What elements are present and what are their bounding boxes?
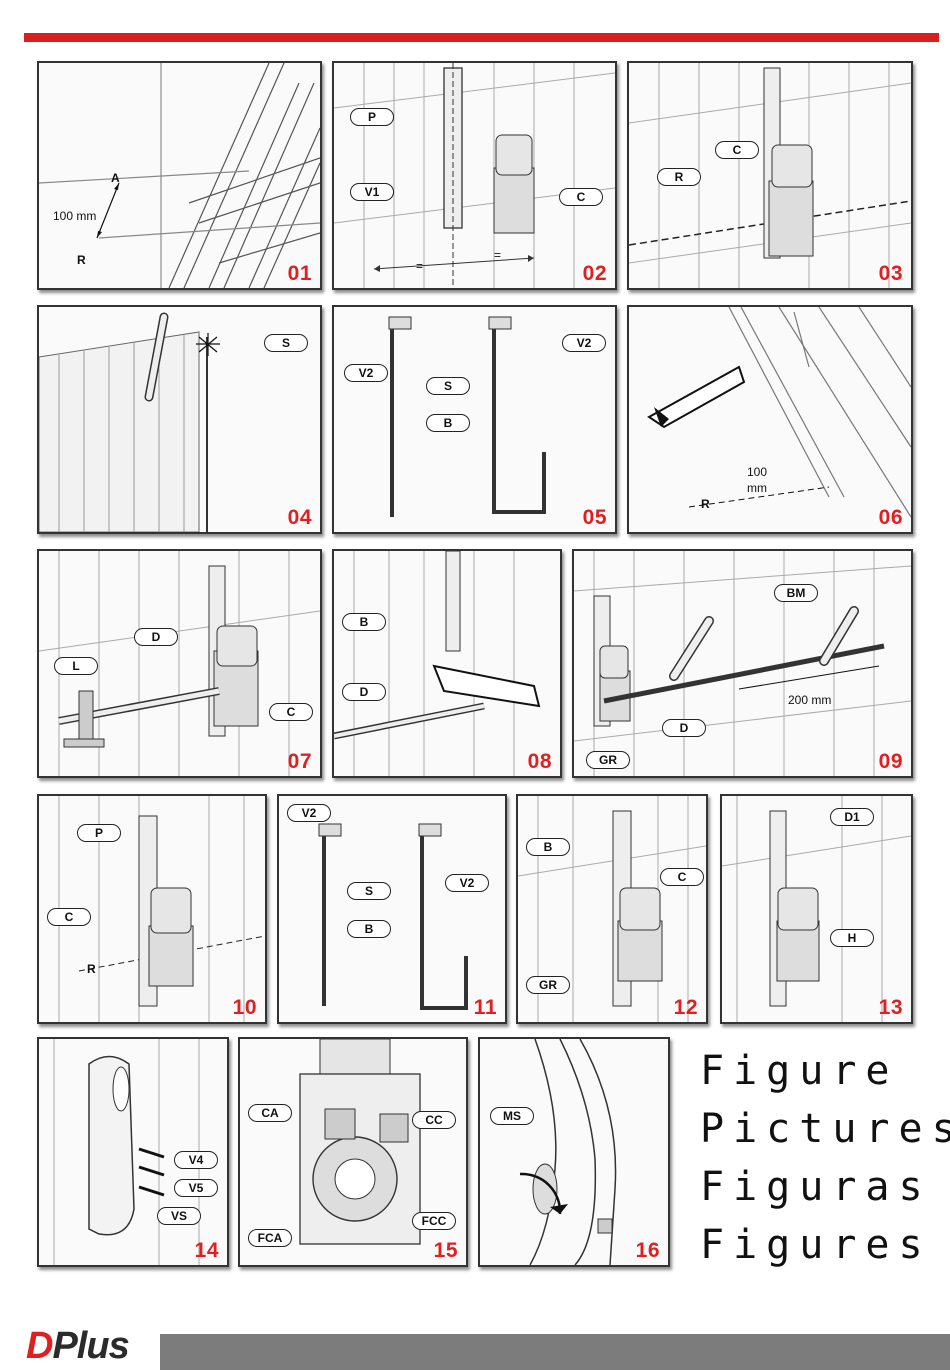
callout-b: B [342,613,386,631]
point-r-label: R [87,962,96,976]
callout-d: D [662,719,706,737]
bracket-drawing [334,63,615,288]
figure-panel-15: CA CC FCC FCA 15 [238,1037,468,1267]
figure-panel-08: B D 08 [332,549,562,778]
figure-number: 09 [879,750,903,774]
figure-number: 14 [195,1239,219,1263]
top-red-bar [24,33,939,42]
callout-p: P [350,108,394,126]
figure-panel-02: P V1 C = = 02 [332,61,617,290]
callout-gr: GR [526,976,570,994]
figure-number: 10 [233,996,257,1020]
figure-panel-09: BM D GR 200 mm 09 [572,549,913,778]
callout-c: C [715,141,759,159]
callout-ms: MS [490,1107,534,1125]
callout-v2: V2 [287,804,331,822]
callout-s: S [264,334,308,352]
callout-fca: FCA [248,1229,292,1247]
callout-fcc: FCC [412,1212,456,1230]
callout-gr: GR [586,751,630,769]
figure-number: 08 [528,750,552,774]
figure-panel-06: 100 mm R 06 [627,305,913,534]
figure-number: 15 [434,1239,458,1263]
callout-ca: CA [248,1104,292,1122]
point-r-label: R [701,497,710,511]
callout-v2: V2 [344,364,388,382]
figure-number: 02 [583,262,607,286]
cut-drawing [629,307,911,532]
figure-panel-16: MS 16 [478,1037,670,1267]
callout-b: B [526,838,570,856]
figure-number: 16 [636,1239,660,1263]
figure-panel-01: A 100 mm R 01 [37,61,322,290]
release-lever-drawing [279,796,505,1022]
callout-h: H [830,929,874,947]
callout-c: C [660,868,704,886]
figure-number: 06 [879,506,903,530]
callout-d: D [134,628,178,646]
callout-v2: V2 [445,874,489,892]
figure-panel-07: D L C 07 [37,549,322,778]
point-r-label: R [77,253,86,267]
figure-panel-14: V4 V5 VS 14 [37,1037,229,1267]
distance-label: 100 mm [53,209,96,223]
figure-word-italian: Figure [700,1042,945,1100]
distance-value: 100 [747,465,767,479]
bar-cut-drawing [334,551,560,776]
figure-panel-13: D1 H 13 [720,794,913,1024]
dplus-logo: DPlus [26,1325,129,1367]
logo-part-d: D [26,1325,52,1367]
callout-p: P [77,824,121,842]
equal-mark: = [416,259,423,273]
equal-mark: = [494,248,501,262]
footer-bar [160,1334,950,1370]
callout-c: C [269,703,313,721]
figure-word-spanish: Figuras [700,1158,945,1216]
figure-number: 12 [674,996,698,1020]
figure-panel-03: C R 03 [627,61,913,290]
motor-drawing [722,796,911,1022]
callout-bm: BM [774,584,818,602]
callout-s: S [347,882,391,900]
manual-release-drawing [480,1039,668,1265]
callout-d1: D1 [830,808,874,826]
figure-number: 03 [879,262,903,286]
point-a-label: A [111,171,120,185]
callout-r: R [657,168,701,186]
figure-word-english: Pictures [700,1100,945,1158]
callout-cc: CC [412,1111,456,1129]
callout-v5: V5 [174,1179,218,1197]
callout-c: C [559,188,603,206]
callout-v4: V4 [174,1151,218,1169]
figure-panel-12: B C GR 12 [516,794,708,1024]
callout-v2: V2 [562,334,606,352]
callout-d: D [342,683,386,701]
callout-b: B [347,920,391,938]
figure-word-french: Figures [700,1216,945,1274]
callout-s: S [426,377,470,395]
figure-number: 11 [474,996,497,1020]
handle-weld-drawing [574,551,911,776]
figure-number: 04 [288,506,312,530]
distance-unit: mm [747,481,767,495]
figure-panel-10: P C R 10 [37,794,267,1024]
figure-number: 01 [288,262,312,286]
figure-title-multilingual: Figure Pictures Figuras Figures [700,1042,945,1274]
figure-panel-04: S 04 [37,305,322,534]
figure-panel-05: V2 V2 S B 05 [332,305,617,534]
callout-l: L [54,657,98,675]
callout-c: C [47,908,91,926]
figure-number: 05 [583,506,607,530]
logo-part-plus: Plus [52,1325,128,1367]
distance-label: 200 mm [788,693,831,707]
figure-number: 13 [879,996,903,1020]
figure-number: 07 [288,750,312,774]
callout-vs: VS [157,1207,201,1225]
figure-panel-11: V2 S V2 B 11 [277,794,507,1024]
callout-b: B [426,414,470,432]
callout-v1: V1 [350,183,394,201]
